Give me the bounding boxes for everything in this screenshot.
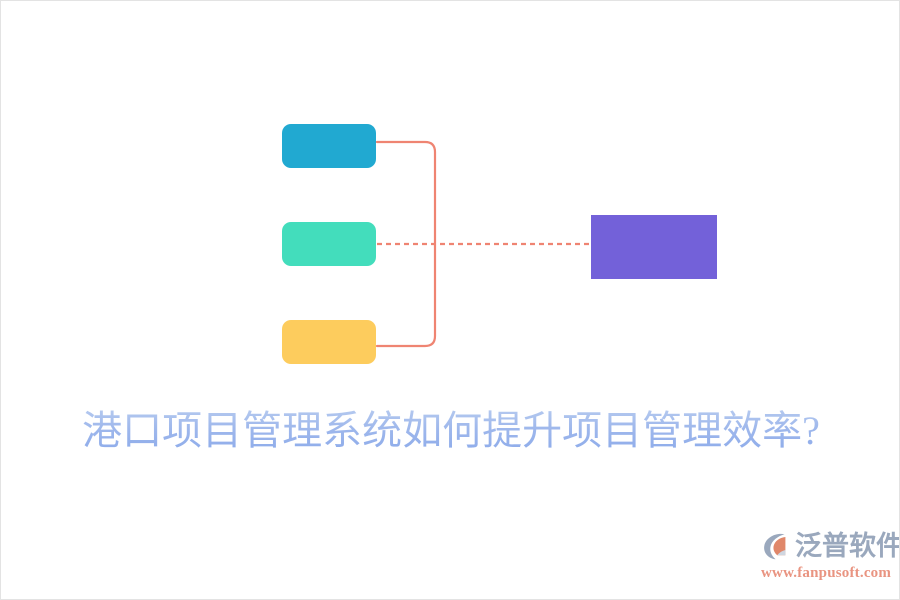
connector-layer [375,140,591,348]
diagram-node-yellow[interactable] [282,320,376,364]
diagram-node-purple-label [591,215,717,279]
brand-logo-url: www.fanpusoft.com [761,565,892,581]
diagram-node-yellow-label [282,320,376,364]
flow-diagram [1,1,899,401]
page-title: 港口项目管理系统如何提升项目管理效率? [1,405,899,457]
diagram-node-blue-label [282,124,376,168]
diagram-node-purple[interactable] [591,215,717,279]
diagram-node-green-label [282,222,376,266]
diagram-node-green[interactable] [282,222,376,266]
connector-bracket-top [375,140,437,243]
brand-logo-name: 泛普软件 [795,531,900,561]
brand-logo-row: 泛普软件 [761,529,899,563]
diagram-node-blue[interactable] [282,124,376,168]
brand-logo: 泛普软件 www.fanpusoft.com [761,529,899,585]
connector-bracket-bottom [375,239,437,348]
fanpu-logo-icon [764,533,786,560]
